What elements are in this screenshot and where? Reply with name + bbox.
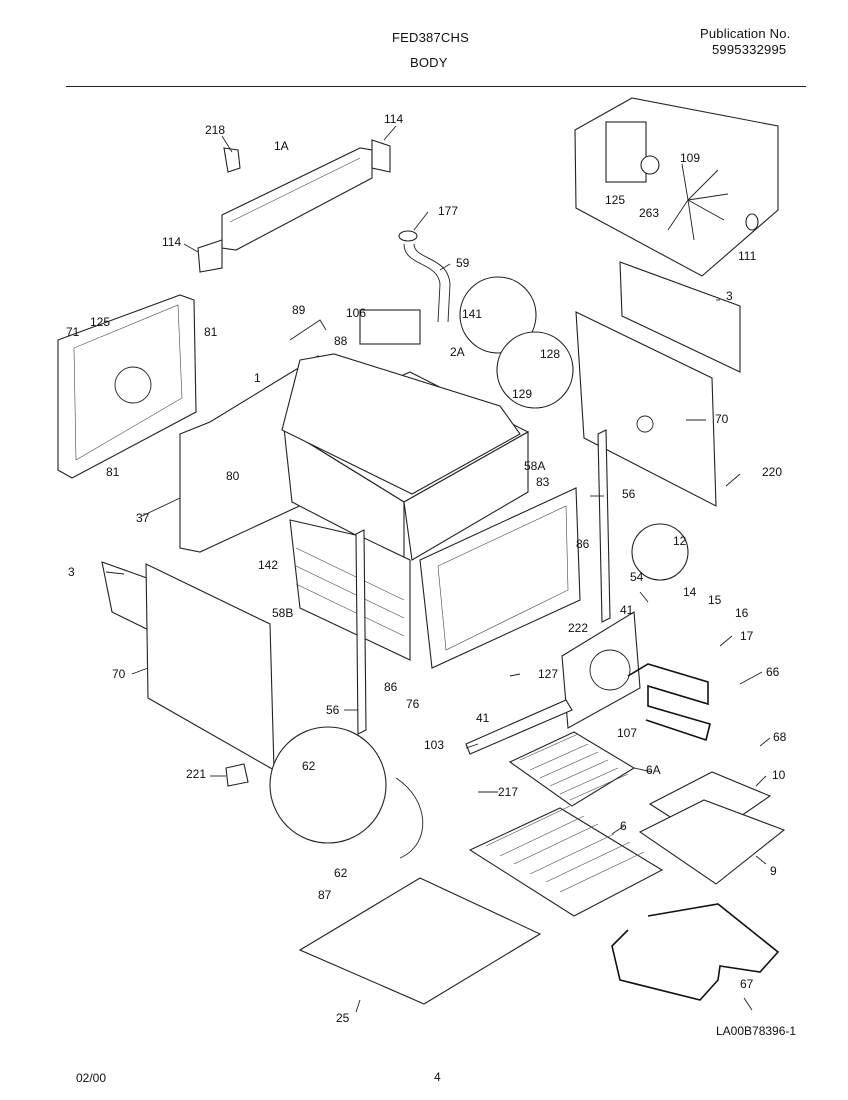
part-label: 76 — [406, 697, 420, 711]
part-label: 86 — [576, 537, 590, 551]
detail-arrow — [395, 777, 424, 859]
part-label: 128 — [540, 347, 561, 361]
part-label: 114 — [384, 112, 404, 126]
part-label: 221 — [186, 767, 207, 781]
part-label: 263 — [639, 206, 660, 220]
part-label: 37 — [136, 511, 150, 525]
trim-strip-left — [355, 529, 367, 735]
part-label: 14 — [683, 585, 697, 599]
part-label: 3 — [726, 289, 733, 303]
part-label: 58A — [524, 459, 546, 473]
publication-label: Publication No. — [700, 26, 791, 41]
vent-trim — [465, 699, 573, 755]
part-label: 106 — [346, 306, 367, 320]
trim-strip-right — [597, 429, 611, 623]
part-label: 88 — [334, 334, 348, 348]
part-label: 54 — [630, 570, 644, 584]
motor-detail-circle — [631, 523, 689, 581]
oven-bottom-panel — [298, 877, 542, 1005]
top-panel — [281, 309, 521, 495]
part-label: 10 — [772, 768, 786, 782]
part-label: 9 — [770, 864, 777, 878]
part-label: 59 — [456, 256, 470, 270]
part-label: 67 — [740, 977, 754, 991]
part-label: 3 — [68, 565, 75, 579]
part-label: 6 — [620, 819, 627, 833]
part-label: 114 — [162, 235, 182, 249]
page-number: 4 — [434, 1070, 441, 1084]
convection-heater-panel — [561, 611, 711, 742]
part-label: 89 — [292, 303, 306, 317]
right-side-panel — [575, 261, 741, 507]
part-label: 87 — [318, 888, 332, 902]
convection-fan-inset — [574, 97, 779, 277]
front-left-panel — [101, 561, 275, 771]
part-label: 25 — [336, 1011, 350, 1025]
bake-element — [611, 903, 780, 1001]
part-label: 222 — [568, 621, 589, 635]
part-label: 177 — [438, 204, 459, 218]
left-side-panel — [57, 294, 197, 479]
thermostat-detail-circle — [459, 276, 537, 354]
part-label: 127 — [538, 667, 559, 681]
part-label: 81 — [106, 465, 120, 479]
part-label: 109 — [680, 151, 701, 165]
part-label: 1A — [274, 139, 289, 153]
part-label: 17 — [740, 629, 754, 643]
part-label: 62 — [334, 866, 348, 880]
part-label: 68 — [773, 730, 787, 744]
part-label: 141 — [462, 307, 483, 321]
part-label: 6A — [646, 763, 661, 777]
part-label: 41 — [476, 711, 490, 725]
part-label: 41 — [620, 603, 634, 617]
part-label: 125 — [90, 315, 111, 329]
model-number: FED387CHS — [392, 30, 469, 45]
back-panel-top — [197, 139, 391, 273]
part-label: 217 — [498, 785, 519, 799]
part-label: 129 — [512, 387, 533, 401]
part-label: 16 — [735, 606, 749, 620]
part-label: 220 — [762, 465, 783, 479]
bracket-detail-circle — [269, 726, 387, 844]
part-label: 218 — [205, 123, 226, 137]
part-label: 70 — [112, 667, 126, 681]
part-label: 125 — [605, 193, 626, 207]
light-bulb-detail-circle — [496, 331, 574, 409]
part-label: 2A — [450, 345, 465, 359]
vent-tube — [398, 230, 451, 323]
part-label: 56 — [326, 703, 340, 717]
part-label: 1 — [254, 371, 261, 385]
drawing-id: LA00B78396-1 — [716, 1024, 797, 1038]
part-label: 62 — [302, 759, 316, 773]
section-title: BODY — [410, 55, 448, 70]
oven-rack-upper — [508, 731, 636, 807]
part-label: 15 — [708, 593, 722, 607]
part-label: 80 — [226, 469, 240, 483]
part-label: 83 — [536, 475, 550, 489]
part-label: 81 — [204, 325, 218, 339]
part-label: 71 — [66, 325, 80, 339]
part-label: 12 — [673, 534, 687, 548]
part-label: 70 — [715, 412, 729, 426]
part-label: 66 — [766, 665, 780, 679]
leader-lines — [105, 125, 771, 1013]
part-label: 107 — [617, 726, 638, 740]
header-rule — [66, 86, 806, 87]
broil-pan — [638, 771, 786, 885]
oven-rack-lower — [468, 805, 664, 917]
part-label: 111 — [738, 249, 757, 263]
part-label: 56 — [622, 487, 636, 501]
bracket-221 — [225, 763, 249, 787]
revision-date: 02/00 — [76, 1071, 107, 1085]
part-label: 142 — [258, 558, 279, 572]
part-label: 103 — [424, 738, 445, 752]
part-label: 86 — [384, 680, 398, 694]
publication-number: 5995332995 — [712, 42, 787, 57]
part-label: 58B — [272, 606, 294, 620]
